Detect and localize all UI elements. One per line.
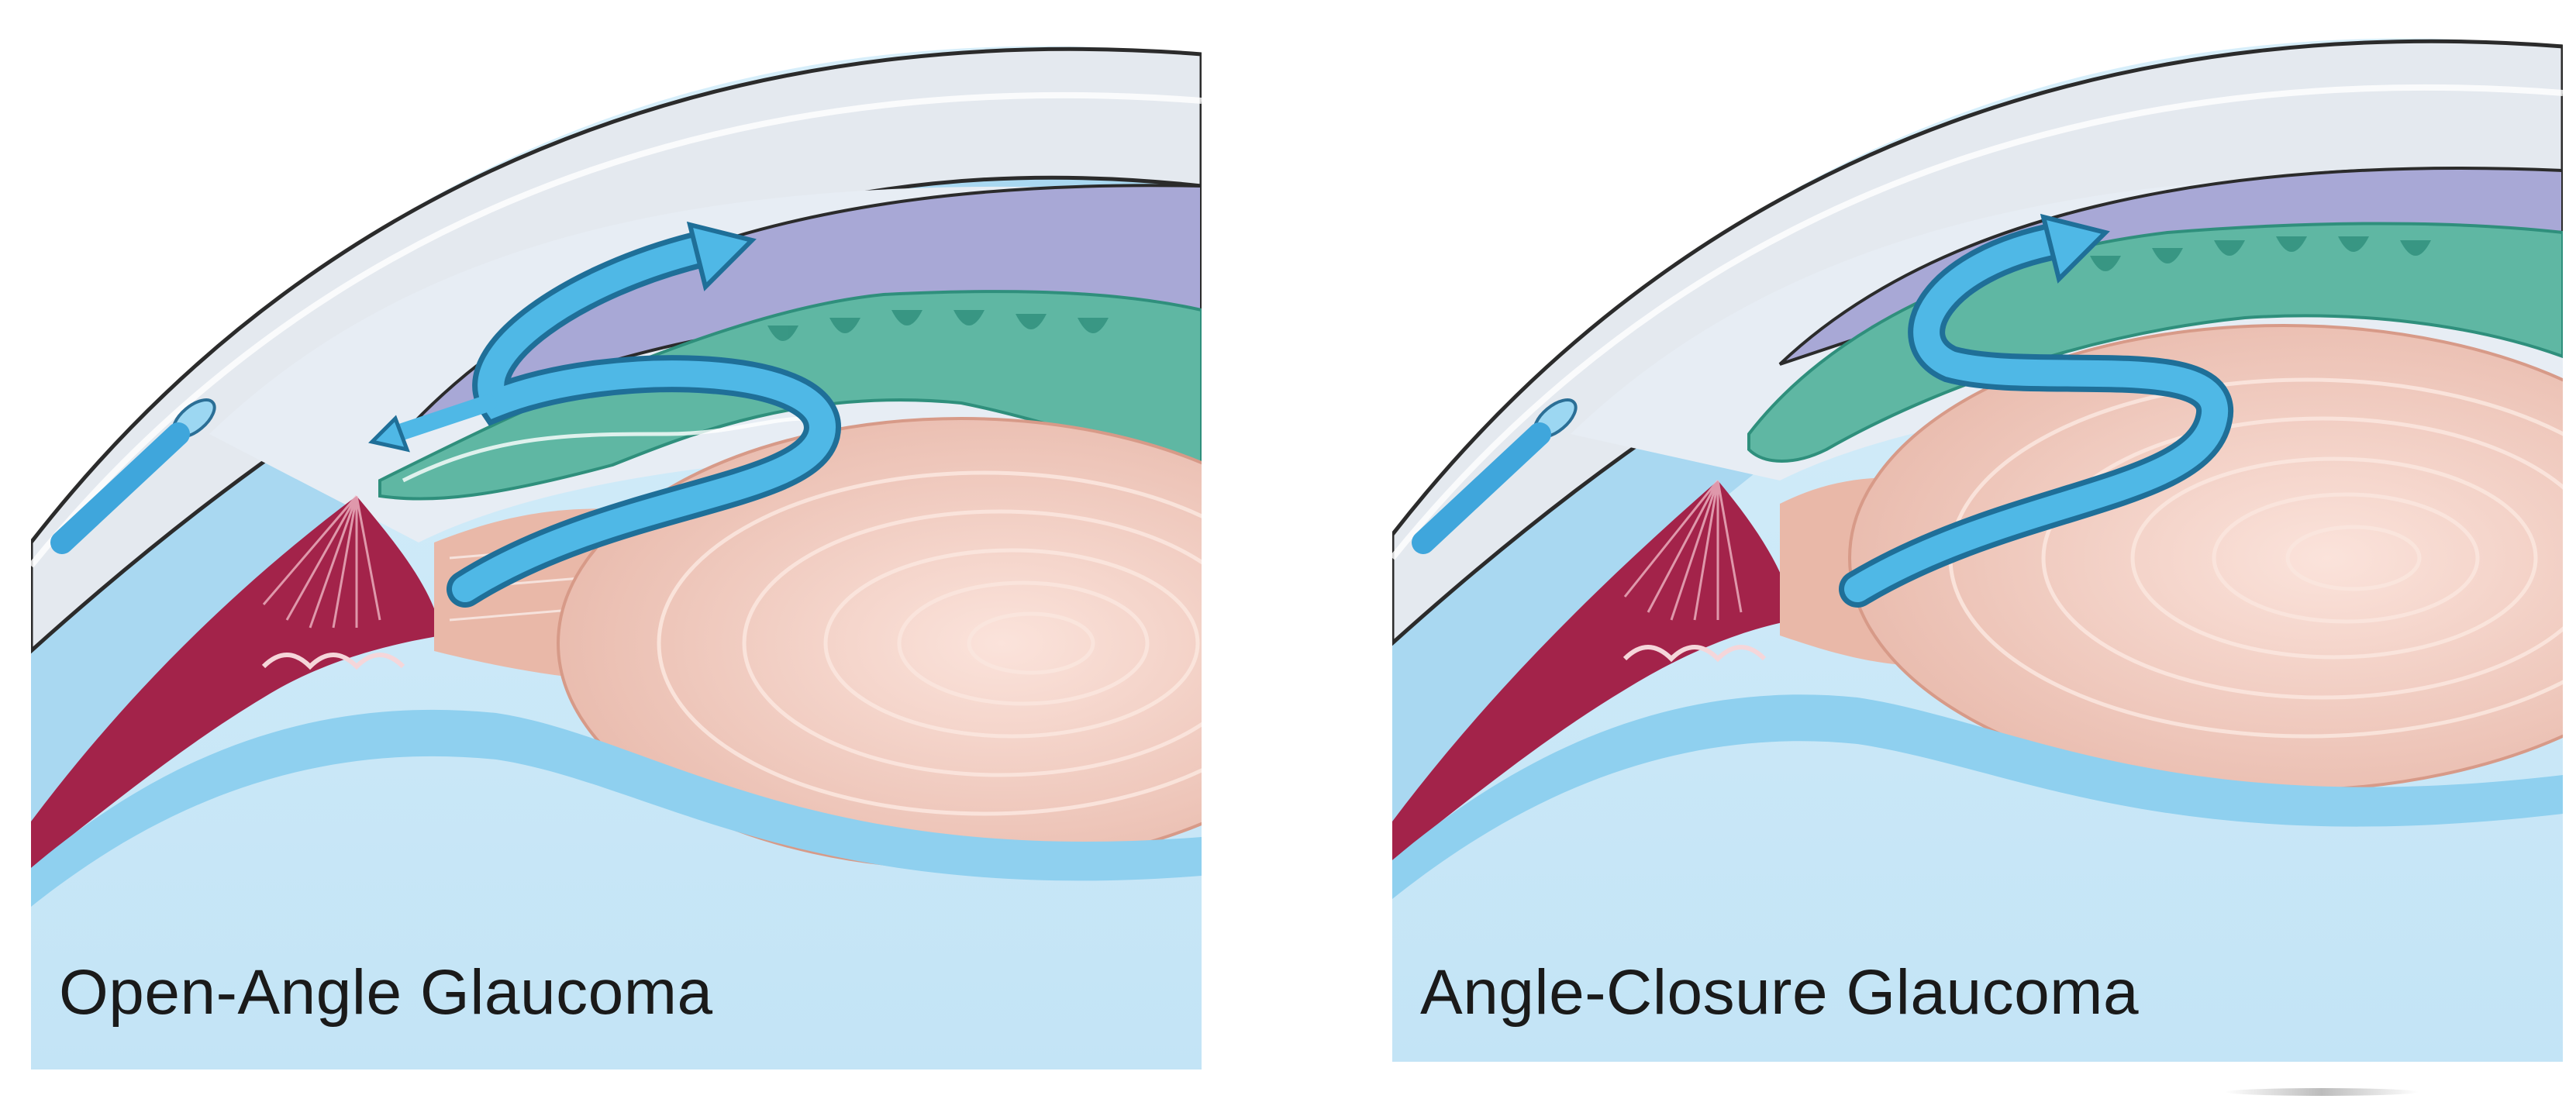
caption-open-angle: Open-Angle Glaucoma — [59, 957, 713, 1028]
aqueous-flow-arrow-icon — [368, 221, 841, 608]
panel-open-angle: Open-Angle Glaucoma — [31, 0, 1202, 1116]
angle-closure-illustration — [1392, 0, 2563, 1062]
panel-angle-closure: Angle-Closure Glaucoma — [1392, 0, 2563, 1116]
aqueous-flow-arrow-icon — [1839, 213, 2233, 608]
scan-artifact — [2225, 1088, 2419, 1096]
open-angle-illustration — [31, 0, 1202, 1070]
ciliary-body — [1392, 480, 1795, 860]
caption-angle-closure: Angle-Closure Glaucoma — [1420, 957, 2140, 1028]
